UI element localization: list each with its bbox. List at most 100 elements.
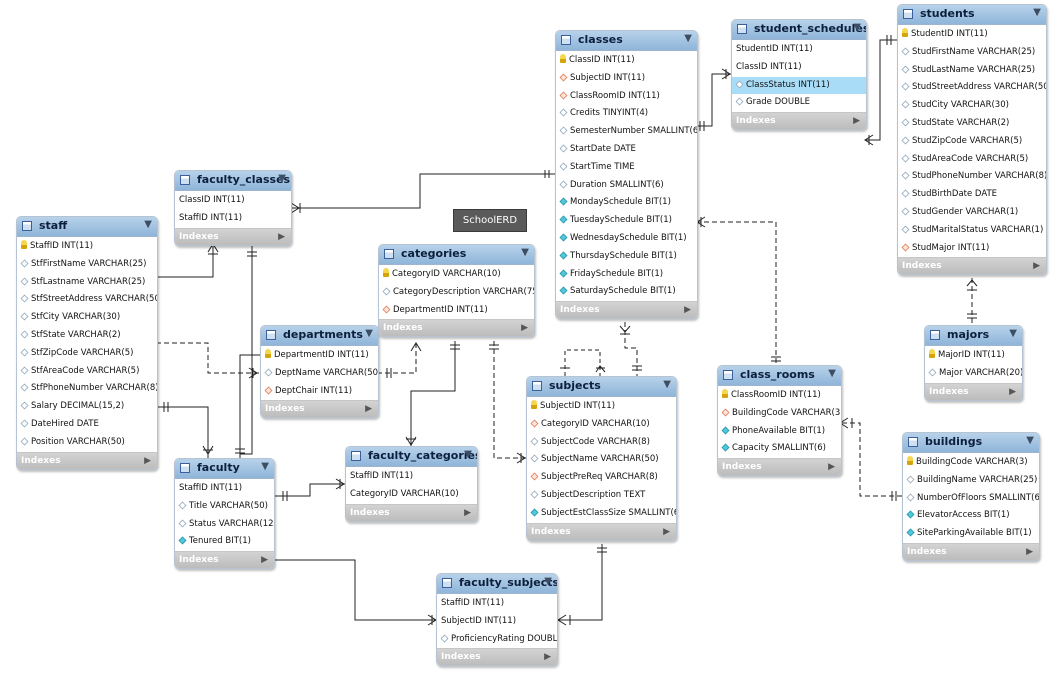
table-header[interactable]: categories▼ — [379, 245, 534, 265]
column-row[interactable]: Tenured BIT(1) — [175, 533, 274, 551]
column-row[interactable]: Capacity SMALLINT(6) — [718, 440, 841, 458]
column-row[interactable]: StfLastname VARCHAR(25) — [17, 274, 157, 292]
table-faculty-classes[interactable]: faculty_classes▼ClassID INT(11)StaffID I… — [174, 170, 292, 246]
indexes-section[interactable]: Indexes▶ — [925, 382, 1022, 400]
expand-arrow-icon[interactable]: ▶ — [1033, 261, 1040, 272]
expand-arrow-icon[interactable]: ▶ — [464, 507, 471, 518]
column-row[interactable]: SubjectID INT(11) — [437, 613, 557, 631]
table-header[interactable]: faculty_classes▼ — [175, 171, 291, 191]
column-row[interactable]: SemesterNumber SMALLINT(6) — [556, 123, 697, 141]
column-row[interactable]: StfFirstName VARCHAR(25) — [17, 256, 157, 274]
indexes-section[interactable]: Indexes▶ — [175, 227, 291, 245]
column-row[interactable]: Grade DOUBLE — [732, 94, 866, 112]
table-faculty-subjects[interactable]: faculty_subjects▼StaffID INT(11)SubjectI… — [436, 573, 558, 667]
expand-arrow-icon[interactable]: ▶ — [144, 455, 151, 466]
column-row[interactable]: CategoryID VARCHAR(10) — [379, 266, 534, 284]
column-row[interactable]: ClassRoomID INT(11) — [718, 387, 841, 405]
collapse-arrow-icon[interactable]: ▼ — [1026, 435, 1034, 446]
indexes-section[interactable]: Indexes▶ — [903, 542, 1039, 560]
table-header[interactable]: staff▼ — [17, 217, 157, 237]
column-row[interactable]: StudentID INT(11) — [732, 41, 866, 59]
indexes-section[interactable]: Indexes▶ — [379, 319, 534, 337]
column-row[interactable]: StaffID INT(11) — [175, 480, 274, 498]
column-row[interactable]: StudCity VARCHAR(30) — [898, 97, 1046, 115]
column-row[interactable]: Status VARCHAR(12) — [175, 516, 274, 534]
column-row[interactable]: ClassRoomID INT(11) — [556, 88, 697, 106]
table-student-schedules[interactable]: student_schedules▼StudentID INT(11)Class… — [731, 19, 867, 131]
expand-arrow-icon[interactable]: ▶ — [684, 305, 691, 316]
column-row[interactable]: BuildingCode VARCHAR(3) — [903, 454, 1039, 472]
expand-arrow-icon[interactable]: ▶ — [1009, 386, 1016, 397]
collapse-arrow-icon[interactable]: ▼ — [365, 328, 373, 339]
column-row[interactable]: StudLastName VARCHAR(25) — [898, 62, 1046, 80]
column-row[interactable]: StfAreaCode VARCHAR(5) — [17, 363, 157, 381]
collapse-arrow-icon[interactable]: ▼ — [544, 576, 552, 587]
column-row[interactable]: StudAreaCode VARCHAR(5) — [898, 151, 1046, 169]
column-row[interactable]: StudBirthDate DATE — [898, 186, 1046, 204]
column-row[interactable]: StudStreetAddress VARCHAR(50) — [898, 79, 1046, 97]
collapse-arrow-icon[interactable]: ▼ — [684, 33, 692, 44]
column-row[interactable]: SubjectCode VARCHAR(8) — [527, 434, 676, 452]
table-header[interactable]: class_rooms▼ — [718, 366, 841, 386]
collapse-arrow-icon[interactable]: ▼ — [1033, 7, 1041, 18]
table-faculty[interactable]: faculty▼StaffID INT(11)Title VARCHAR(50)… — [174, 458, 275, 570]
expand-arrow-icon[interactable]: ▶ — [261, 555, 268, 566]
column-row[interactable]: SubjectDescription TEXT — [527, 487, 676, 505]
table-header[interactable]: classes▼ — [556, 31, 697, 51]
column-row[interactable]: StudState VARCHAR(2) — [898, 115, 1046, 133]
column-row[interactable]: StfState VARCHAR(2) — [17, 327, 157, 345]
expand-arrow-icon[interactable]: ▶ — [853, 116, 860, 127]
indexes-section[interactable]: Indexes▶ — [556, 301, 697, 319]
table-departments[interactable]: departments▼DepartmentID INT(11)DeptName… — [260, 325, 379, 419]
expand-arrow-icon[interactable]: ▶ — [663, 526, 670, 537]
collapse-arrow-icon[interactable]: ▼ — [261, 461, 269, 472]
column-row[interactable]: CategoryID VARCHAR(10) — [346, 486, 477, 504]
column-row[interactable]: Salary DECIMAL(15,2) — [17, 398, 157, 416]
column-row[interactable]: SubjectPreReq VARCHAR(8) — [527, 469, 676, 487]
indexes-section[interactable]: Indexes▶ — [437, 648, 557, 666]
table-header[interactable]: departments▼ — [261, 326, 378, 346]
column-row[interactable]: DeptName VARCHAR(50) — [261, 365, 378, 383]
column-row[interactable]: PhoneAvailable BIT(1) — [718, 423, 841, 441]
expand-arrow-icon[interactable]: ▶ — [521, 323, 528, 334]
table-header[interactable]: faculty▼ — [175, 459, 274, 479]
column-row[interactable]: StfStreetAddress VARCHAR(50) — [17, 291, 157, 309]
column-row[interactable]: DeptChair INT(11) — [261, 383, 378, 401]
indexes-section[interactable]: Indexes▶ — [17, 451, 157, 469]
column-row[interactable]: NumberOfFloors SMALLINT(6) — [903, 490, 1039, 508]
indexes-section[interactable]: Indexes▶ — [175, 551, 274, 569]
collapse-arrow-icon[interactable]: ▼ — [521, 247, 529, 258]
column-row[interactable]: StfCity VARCHAR(30) — [17, 309, 157, 327]
column-row[interactable]: Position VARCHAR(50) — [17, 434, 157, 452]
expand-arrow-icon[interactable]: ▶ — [365, 404, 372, 415]
column-row[interactable]: SaturdaySchedule BIT(1) — [556, 283, 697, 301]
column-row[interactable]: ProficiencyRating DOUBLE — [437, 631, 557, 649]
collapse-arrow-icon[interactable]: ▼ — [464, 449, 472, 460]
column-row[interactable]: StudMaritalStatus VARCHAR(1) — [898, 222, 1046, 240]
expand-arrow-icon[interactable]: ▶ — [278, 231, 285, 242]
table-header[interactable]: faculty_subjects▼ — [437, 574, 557, 594]
column-row[interactable]: MondaySchedule BIT(1) — [556, 194, 697, 212]
column-row[interactable]: ClassStatus INT(11) — [732, 76, 866, 95]
indexes-section[interactable]: Indexes▶ — [527, 522, 676, 540]
expand-arrow-icon[interactable]: ▶ — [828, 462, 835, 473]
indexes-section[interactable]: Indexes▶ — [261, 400, 378, 418]
column-row[interactable]: Title VARCHAR(50) — [175, 498, 274, 516]
column-row[interactable]: ClassID INT(11) — [732, 59, 866, 77]
column-row[interactable]: SiteParkingAvailable BIT(1) — [903, 525, 1039, 543]
table-majors[interactable]: majors▼MajorID INT(11)Major VARCHAR(20)I… — [924, 325, 1023, 401]
indexes-section[interactable]: Indexes▶ — [718, 458, 841, 476]
column-row[interactable]: StfPhoneNumber VARCHAR(8) — [17, 380, 157, 398]
column-row[interactable]: SubjectID INT(11) — [527, 398, 676, 416]
table-buildings[interactable]: buildings▼BuildingCode VARCHAR(3)Buildin… — [902, 432, 1040, 561]
table-header[interactable]: subjects▼ — [527, 377, 676, 397]
column-row[interactable]: StudGender VARCHAR(1) — [898, 204, 1046, 222]
column-row[interactable]: ElevatorAccess BIT(1) — [903, 507, 1039, 525]
column-row[interactable]: MajorID INT(11) — [925, 347, 1022, 365]
table-header[interactable]: majors▼ — [925, 326, 1022, 346]
column-row[interactable]: StudPhoneNumber VARCHAR(8) — [898, 168, 1046, 186]
table-categories[interactable]: categories▼CategoryID VARCHAR(10)Categor… — [378, 244, 535, 338]
table-header[interactable]: student_schedules▼ — [732, 20, 866, 40]
column-row[interactable]: SubjectID INT(11) — [556, 70, 697, 88]
column-row[interactable]: StaffID INT(11) — [17, 238, 157, 256]
